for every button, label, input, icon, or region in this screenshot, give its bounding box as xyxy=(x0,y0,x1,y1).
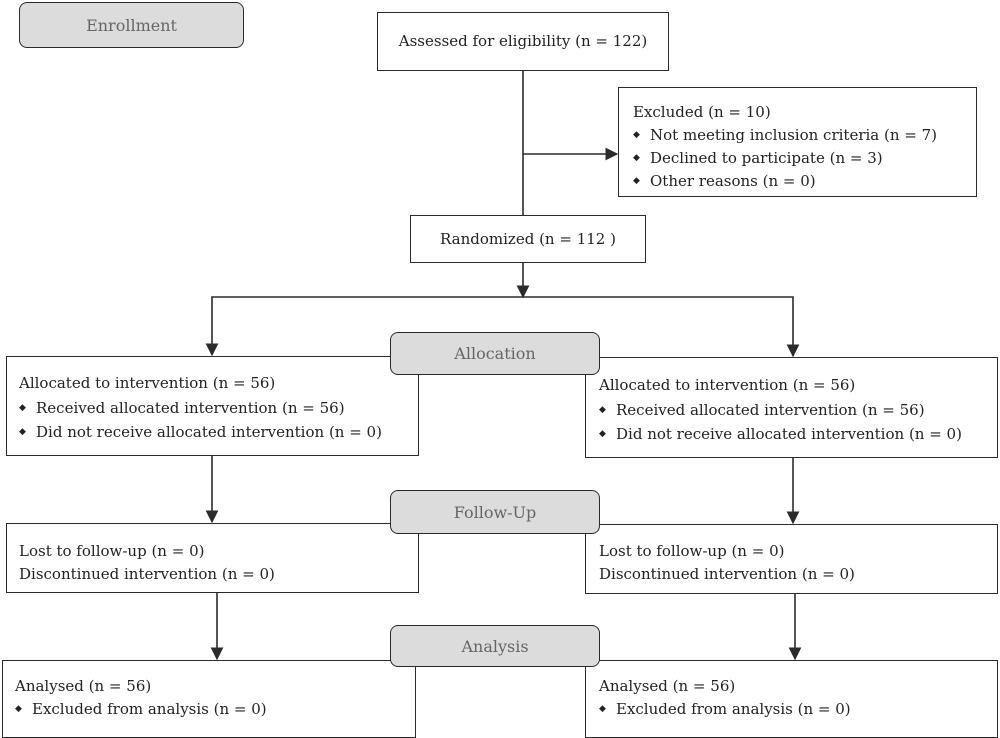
left-analysis-item: Excluded from analysis (n = 0) xyxy=(15,698,415,721)
right-analysis-box: Analysed (n = 56) Excluded from analysis… xyxy=(585,660,998,738)
left-followup-box: Lost to follow-up (n = 0) Discontinued i… xyxy=(6,523,419,593)
connector-split-left xyxy=(205,296,523,357)
right-followup-line: Discontinued intervention (n = 0) xyxy=(599,565,855,583)
randomized-box: Randomized (n = 112 ) xyxy=(410,215,646,263)
connector-split-right xyxy=(523,296,800,358)
left-allocation-item: Received allocated intervention (n = 56) xyxy=(19,396,418,421)
assessed-box: Assessed for eligibility (n = 122) xyxy=(377,12,669,71)
assessed-label: Assessed for eligibility (n = 122) xyxy=(398,32,648,50)
randomized-label: Randomized (n = 112 ) xyxy=(440,229,616,248)
excluded-item: Declined to participate (n = 3) xyxy=(633,147,976,170)
left-analysis-title: Analysed (n = 56) xyxy=(15,677,152,695)
stage-follow-up: Follow-Up xyxy=(390,490,600,534)
excluded-box: Excluded (n = 10) Not meeting inclusion … xyxy=(618,87,977,197)
stage-analysis: Analysis xyxy=(390,625,600,667)
right-followup-line: Lost to follow-up (n = 0) xyxy=(599,542,785,560)
left-analysis-box: Analysed (n = 56) Excluded from analysis… xyxy=(2,660,416,738)
right-allocation-item: Received allocated intervention (n = 56) xyxy=(599,398,997,423)
left-followup-line: Discontinued intervention (n = 0) xyxy=(19,565,275,583)
excluded-item: Not meeting inclusion criteria (n = 7) xyxy=(633,124,976,147)
right-followup-box: Lost to follow-up (n = 0) Discontinued i… xyxy=(585,524,998,594)
left-allocation-item: Did not receive allocated intervention (… xyxy=(19,420,418,445)
stage-enrollment: Enrollment xyxy=(19,2,244,48)
left-followup-line: Lost to follow-up (n = 0) xyxy=(19,542,205,560)
left-allocation-title: Allocated to intervention (n = 56) xyxy=(19,374,276,392)
right-analysis-title: Analysed (n = 56) xyxy=(599,677,736,695)
left-allocation-box: Allocated to intervention (n = 56) Recei… xyxy=(6,356,419,456)
right-analysis-item: Excluded from analysis (n = 0) xyxy=(599,698,997,721)
right-allocation-item: Did not receive allocated intervention (… xyxy=(599,422,997,447)
excluded-item: Other reasons (n = 0) xyxy=(633,170,976,193)
excluded-title: Excluded (n = 10) xyxy=(633,103,771,121)
right-allocation-box: Allocated to intervention (n = 56) Recei… xyxy=(585,357,998,458)
right-allocation-title: Allocated to intervention (n = 56) xyxy=(599,376,856,394)
stage-allocation: Allocation xyxy=(390,332,600,375)
